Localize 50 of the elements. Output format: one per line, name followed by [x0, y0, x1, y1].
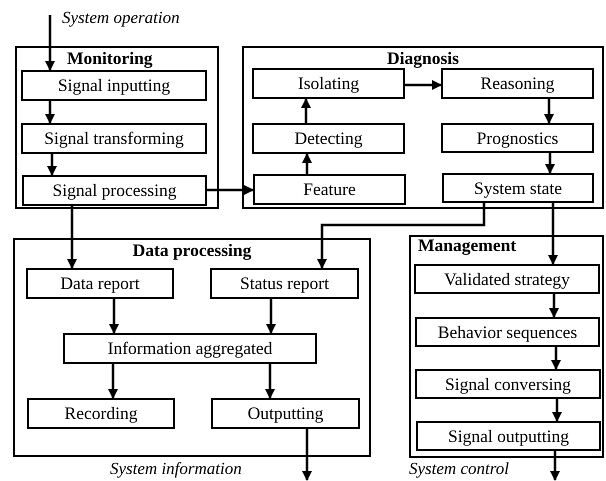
arrow — [207, 185, 254, 195]
process-box: Behavior sequences — [415, 317, 600, 347]
arrow — [544, 99, 554, 124]
arrow — [301, 98, 311, 123]
arrow — [548, 203, 558, 265]
arrow — [265, 364, 275, 399]
group-title: Diagnosis — [386, 49, 460, 67]
process-box: Outputting — [211, 398, 360, 429]
process-box: Signal outputting — [416, 421, 601, 451]
arrow — [550, 451, 560, 481]
process-box: System state — [442, 173, 594, 203]
arrow — [302, 153, 312, 174]
group-frame — [242, 46, 604, 209]
process-box: Signal processing — [22, 175, 207, 206]
arrow — [47, 154, 57, 176]
arrow — [552, 399, 562, 422]
arrow — [317, 203, 486, 269]
process-box: Signal conversing — [415, 369, 601, 399]
process-box: Validated strategy — [414, 264, 600, 294]
arrow — [549, 294, 559, 318]
arrow — [109, 299, 119, 334]
flow-label: System operation — [62, 8, 180, 27]
flow-label: System information — [110, 459, 242, 478]
arrow — [551, 347, 561, 370]
arrow — [545, 153, 555, 174]
process-box: Data report — [26, 268, 174, 299]
group-title: Monitoring — [67, 49, 153, 67]
arrow — [45, 101, 55, 124]
arrow — [45, 15, 55, 71]
process-box: Signal inputting — [21, 70, 207, 101]
group-frame — [409, 235, 604, 458]
process-box: Status report — [210, 268, 359, 299]
group-title: Management — [418, 236, 516, 254]
process-box: Isolating — [252, 68, 405, 99]
arrow — [405, 80, 442, 90]
arrow — [302, 429, 312, 481]
process-box: Signal transforming — [21, 123, 207, 154]
process-box: Reasoning — [441, 68, 594, 99]
group-frame — [13, 238, 371, 457]
arrow — [67, 206, 77, 269]
process-box: Prognostics — [441, 123, 594, 153]
process-box: Feature — [253, 174, 406, 205]
flow-label: System control — [409, 459, 509, 478]
group-frame — [15, 46, 219, 209]
process-box: Recording — [27, 398, 175, 429]
arrow — [108, 364, 118, 399]
process-box: Information aggregated — [63, 333, 317, 364]
arrow — [266, 299, 276, 334]
process-box: Detecting — [252, 123, 405, 154]
group-title: Data processing — [132, 241, 252, 259]
